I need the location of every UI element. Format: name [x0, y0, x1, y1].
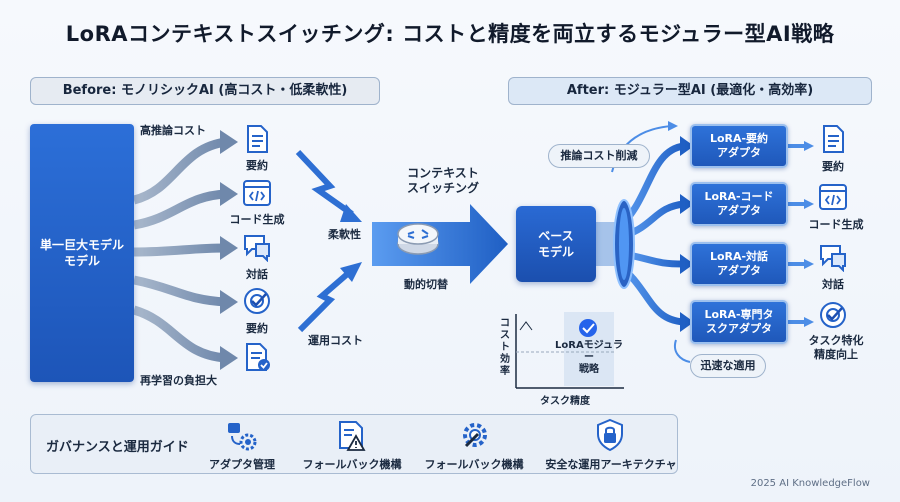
before-task-label-2: コード生成	[229, 213, 285, 226]
monolith-model-label: 単一巨大モデル モデル	[39, 238, 124, 268]
gear-wrench-icon	[463, 423, 487, 448]
flex-label: 柔軟性	[328, 228, 361, 241]
footer-credit: 2025 AI KnowledgeFlow	[750, 478, 870, 489]
document-icon	[247, 125, 268, 153]
adapter-connector-icon	[596, 199, 635, 289]
mini-chart-ylabel: コスト 効率	[500, 318, 510, 377]
mini-chart	[515, 312, 624, 389]
context-switch-label: コンテキスト スイッチング	[406, 166, 479, 195]
fan-arrow-3	[133, 243, 227, 257]
governance-step-1: アダプタ管理	[209, 458, 275, 471]
monolith-model: 単一巨大モデル モデル	[30, 124, 134, 382]
page-title: LoRAコンテキストスイッチング: コストと精度を両立するモジュラー型AI戦略	[65, 22, 835, 46]
code-window-icon	[243, 180, 271, 206]
target-check-icon	[820, 302, 846, 328]
adapter-gear-icon	[228, 423, 257, 451]
after-header: After: モジュラー型AI (最適化・高効率)	[508, 77, 872, 105]
before-task-label-4: 要約	[246, 322, 268, 335]
adapter-summary-label: LoRA-要約 アダプタ	[709, 132, 769, 159]
fast-curve-arrow	[674, 339, 691, 363]
mini-chart-highlight-label: LoRAモジュラー 戦略	[555, 340, 623, 375]
flex-zigzag-arrow	[295, 149, 354, 217]
lock-shield-icon	[597, 418, 623, 452]
base-model-label: ベース モデル	[537, 229, 574, 259]
adapter-specialized: LoRA-専門タ スクアダプタ	[690, 300, 788, 344]
fan-arrow-5	[132, 305, 227, 363]
adapter-specialized-label: LoRA-専門タ スクアダプタ	[704, 308, 774, 335]
chat-bubble-icon	[820, 245, 846, 272]
document-icon	[823, 125, 844, 153]
after-output-label-2: コード生成	[808, 218, 864, 231]
base-model: ベース モデル	[516, 206, 596, 282]
chat-bubble-icon	[244, 235, 270, 262]
code-window-icon	[819, 184, 847, 210]
mini-chart-xlabel: タスク精度	[540, 396, 590, 407]
fan-arrow-2	[133, 189, 227, 230]
governance-step-4: 安全な運用アーキテクチャ	[545, 458, 677, 471]
fast-apply-tag: 迅速な適用	[690, 354, 766, 378]
fan-arrow-4	[133, 275, 227, 307]
document-check-icon	[246, 343, 270, 371]
fan-arrow-1	[132, 137, 227, 205]
before-header: Before: モノリシックAI (高コスト・低柔軟性)	[30, 77, 380, 105]
bottom-retrain-note: 再学習の負担大	[140, 374, 217, 387]
governance-title: ガバナンスと運用ガイド	[46, 440, 189, 455]
warning-document-icon	[339, 421, 366, 451]
after-output-label-4: タスク特化 精度向上	[808, 334, 864, 361]
context-switch-arrow	[372, 204, 508, 284]
ops-zigzag-arrow	[297, 267, 354, 333]
adapter-code: LoRA-コード アダプタ	[690, 182, 788, 226]
target-check-icon	[244, 288, 270, 314]
governance-step-2: フォールバック機構	[302, 458, 402, 471]
cost-reduction-tag: 推論コスト削減	[548, 144, 650, 168]
router-icon	[397, 223, 439, 255]
adapter-dialog-label: LoRA-対話 アダプタ	[709, 250, 769, 277]
adapter-dialog: LoRA-対話 アダプタ	[690, 242, 788, 286]
adapter-code-label: LoRA-コード アダプタ	[704, 190, 774, 217]
top-cost-note: 高推論コスト	[140, 124, 206, 137]
ops-cost-label: 運用コスト	[308, 334, 363, 347]
governance-step-3: フォールバック機構	[424, 458, 524, 471]
adapter-summary: LoRA-要約 アダプタ	[690, 124, 788, 168]
before-task-label-3: 対話	[246, 268, 268, 281]
after-output-label-1: 要約	[822, 160, 844, 173]
dynamic-switch-label: 動的切替	[404, 278, 448, 291]
after-output-label-3: 対話	[822, 278, 844, 291]
before-task-label-1: 要約	[246, 159, 268, 172]
